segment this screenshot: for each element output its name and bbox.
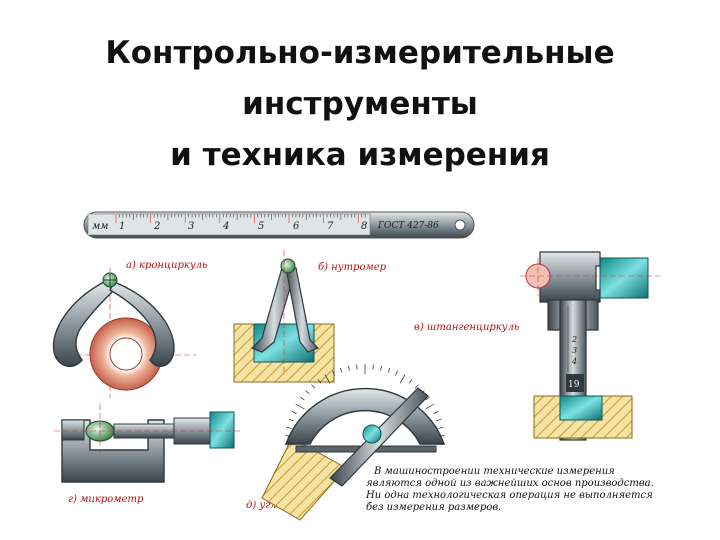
ruler-mark-1: 1 (119, 221, 125, 232)
protractor-tick (425, 403, 435, 410)
measured-block (599, 257, 649, 299)
ruler: мм 1 2 3 4 5 6 7 8 ГОСТ 427-86 (83, 211, 475, 239)
caliper-scale-2: 2 (571, 335, 577, 344)
title-line-2: инструменты (242, 86, 478, 122)
kronzirkul-label: а) кронциркуль (126, 260, 207, 271)
shtangen: в) штангенциркуль 2 3 4 19 (414, 251, 660, 441)
protractor-tick (348, 365, 350, 371)
nutromer-label: б) нутромер (318, 262, 387, 273)
nutromer: б) нутромер (233, 250, 387, 383)
protractor-tick (317, 379, 322, 384)
ratchet-knob (209, 411, 235, 449)
note-line-4: без измерения размеров. (366, 502, 501, 513)
protractor-tick (324, 374, 331, 384)
pivot-joint-icon (280, 258, 296, 274)
protractor-tick (288, 418, 294, 422)
protractor-tick (372, 364, 374, 370)
pivot-screw-icon (362, 424, 382, 444)
caliper-reading: 19 (568, 380, 580, 390)
ruler-scale-area (87, 213, 371, 236)
ruler-unit: мм (92, 221, 109, 232)
ruler-mark-5: 5 (258, 221, 264, 232)
protractor-tick (332, 370, 335, 376)
note-line-1: В машиностроении технические измерения (373, 466, 615, 477)
caliper-leg-left (52, 281, 116, 368)
ruler-ticks (115, 214, 366, 223)
note-line-3: Ни одна технологическая операция не выпо… (365, 490, 653, 501)
ring-hole (109, 337, 143, 371)
protractor-tick (436, 418, 442, 422)
caliper-leg-right (109, 281, 175, 368)
slot-depth (559, 395, 603, 421)
protractor-tick (285, 435, 291, 437)
protractor-tick (395, 370, 398, 376)
protractor-tick (291, 411, 297, 414)
ruler-mark-4: 4 (222, 221, 229, 232)
note: В машиностроении технические измерения я… (365, 466, 654, 513)
protractor-tick (356, 364, 358, 370)
caliper-reading-box (566, 374, 584, 392)
ruler-standard: ГОСТ 427-86 (377, 221, 439, 231)
protractor-tick (414, 384, 419, 389)
mikrometr-label: г) микрометр (68, 494, 144, 505)
protractor-tick (311, 384, 316, 389)
ruler-mark-7: 7 (327, 221, 334, 232)
protractor-tick (399, 374, 406, 384)
nutromer-leg-right (285, 267, 320, 353)
ruler-mark-6: 6 (293, 221, 300, 232)
caliper-scale-3: 3 (572, 346, 577, 355)
protractor-tick (438, 427, 444, 429)
protractor-tick (433, 411, 439, 414)
ruler-mark-8: 8 (361, 221, 367, 232)
note-line-2: являются одной из важнейших основ произв… (366, 478, 654, 489)
protractor-tick (380, 365, 382, 371)
caliper-scale-4: 4 (571, 357, 577, 366)
protractor-tick (425, 396, 430, 401)
uglomer: д) угломер (246, 364, 445, 521)
ruler-hole-icon (454, 219, 466, 231)
page-title: Контрольно-измерительные инструменты и т… (0, 28, 720, 181)
protractor-tick (408, 379, 413, 384)
protractor-tick (286, 427, 292, 429)
protractor-tick (295, 403, 305, 410)
protractor-tick (305, 390, 310, 395)
protractor-tick (339, 367, 343, 373)
title-line-3: и техника измерения (170, 137, 550, 173)
ruler-mark-3: 3 (188, 221, 194, 232)
protractor-tick (439, 435, 445, 437)
protractor-tick (387, 367, 391, 373)
kronzirkul: а) кронциркуль (52, 260, 207, 398)
anvil (61, 419, 85, 441)
shtangen-label: в) штангенциркуль (414, 322, 519, 333)
title-line-1: Контрольно-измерительные (105, 35, 615, 71)
protractor-tick (300, 396, 305, 401)
ruler-mark-2: 2 (153, 221, 160, 232)
mikrometr: г) микрометр (54, 404, 240, 505)
